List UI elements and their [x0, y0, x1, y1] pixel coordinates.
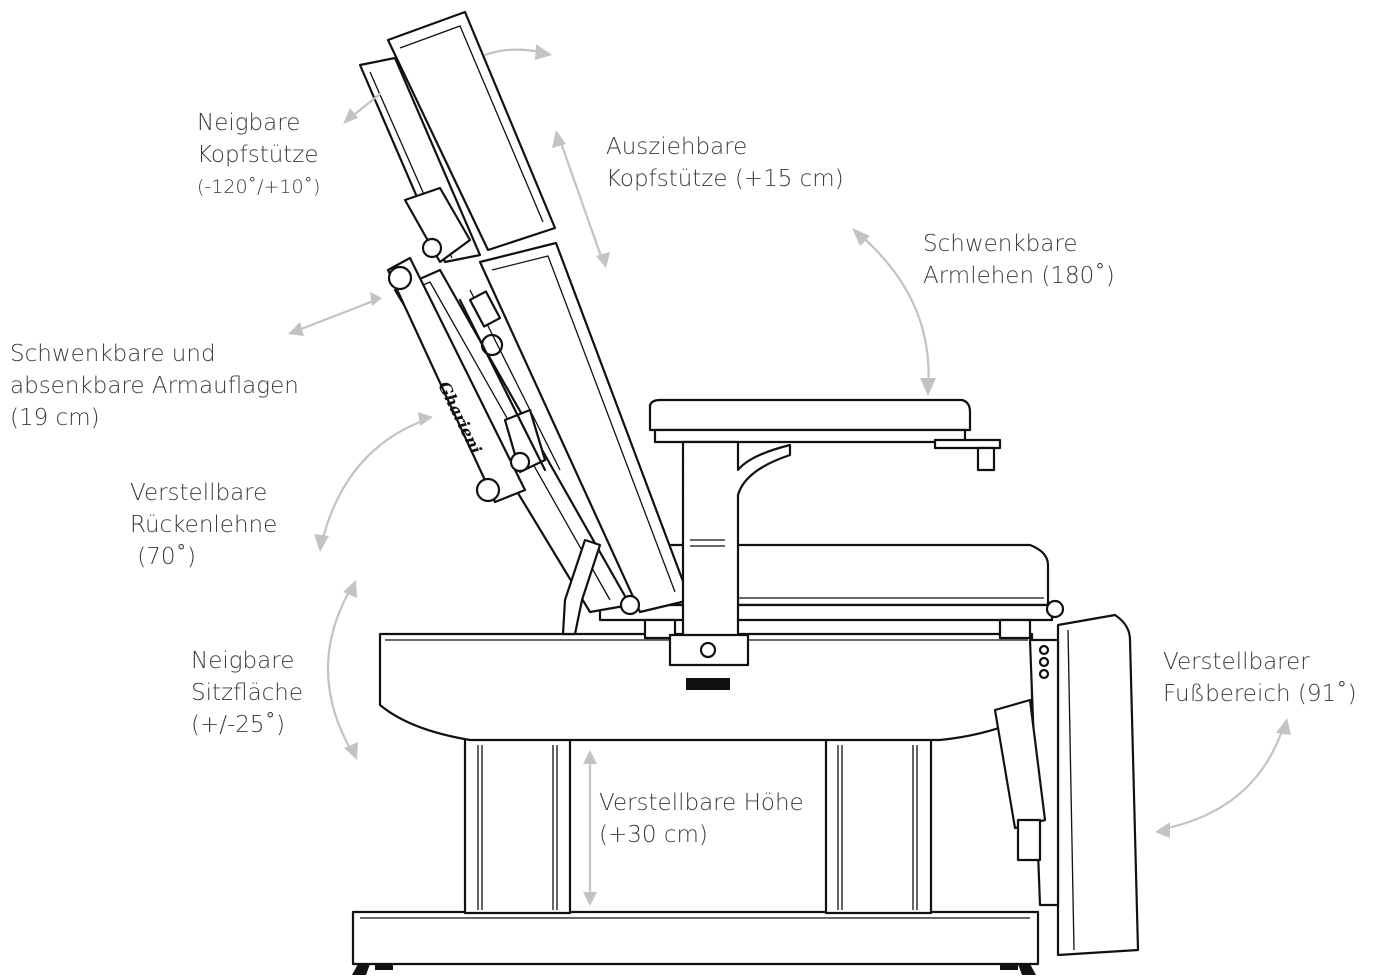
label-line: Neigbare: [197, 110, 301, 136]
label-line: Sitzfläche: [191, 680, 304, 706]
label-line: (19 cm): [10, 405, 100, 431]
arrow-headrest-extend: [558, 138, 605, 264]
armrest: [648, 398, 1002, 690]
arrow-headrest-tilt: [348, 92, 382, 120]
label-line: (+30 cm): [599, 822, 708, 848]
arrow-headrest-top: [483, 48, 542, 57]
base-plate: [351, 910, 1040, 975]
label-line: Verstellbarer: [1163, 649, 1310, 675]
label-line: Kopfstütze: [197, 142, 319, 168]
label-line: Verstellbare: [130, 480, 268, 506]
label-backrest: Verstellbare Rückenlehne (70˚): [130, 477, 277, 573]
label-line: Verstellbare Höhe: [599, 790, 804, 816]
label-headrest-extend: Ausziehbare Kopfstütze (+15 cm): [606, 131, 844, 195]
support-strut: [561, 538, 602, 636]
lift-columns: [463, 736, 933, 915]
label-line: Schwenkbare: [923, 231, 1078, 257]
label-line: Ausziehbare: [606, 134, 748, 160]
label-footrest: Verstellbarer Fußbereich (91˚): [1163, 646, 1357, 710]
arrow-seat: [326, 588, 354, 754]
arrow-armrest-swivel: [858, 233, 930, 392]
seat-cushion: [598, 543, 1065, 640]
arrow-armpads: [294, 298, 378, 333]
label-line: (+/-25˚): [191, 712, 286, 738]
label-line: Fußbereich (91˚): [1163, 681, 1357, 707]
label-armpads: Schwenkbare und absenkbare Armauflagen (…: [10, 338, 299, 434]
label-line: Neigbare: [191, 648, 295, 674]
label-line: Kopfstütze (+15 cm): [606, 166, 844, 192]
footrest: [993, 613, 1140, 957]
backrest: [393, 241, 692, 614]
adjustment-arrows: [288, 44, 1291, 906]
label-line: (70˚): [130, 544, 197, 570]
label-line: absenkbare Armauflagen: [10, 373, 299, 399]
label-headrest-tilt: Neigbare Kopfstütze (-120˚/+10˚): [197, 107, 320, 203]
arrow-backrest: [320, 418, 427, 544]
label-seat: Neigbare Sitzfläche (+/-25˚): [191, 645, 303, 741]
label-line: (-120˚/+10˚): [197, 176, 321, 198]
label-line: Rückenlehne: [130, 512, 278, 538]
label-height: Verstellbare Höhe (+30 cm): [599, 787, 804, 851]
label-line: Armlehen (180˚): [923, 263, 1115, 289]
label-line: Schwenkbare und: [10, 341, 216, 367]
label-armrest-swivel: Schwenkbare Armlehen (180˚): [923, 228, 1115, 292]
arrow-footrest: [1161, 726, 1285, 831]
